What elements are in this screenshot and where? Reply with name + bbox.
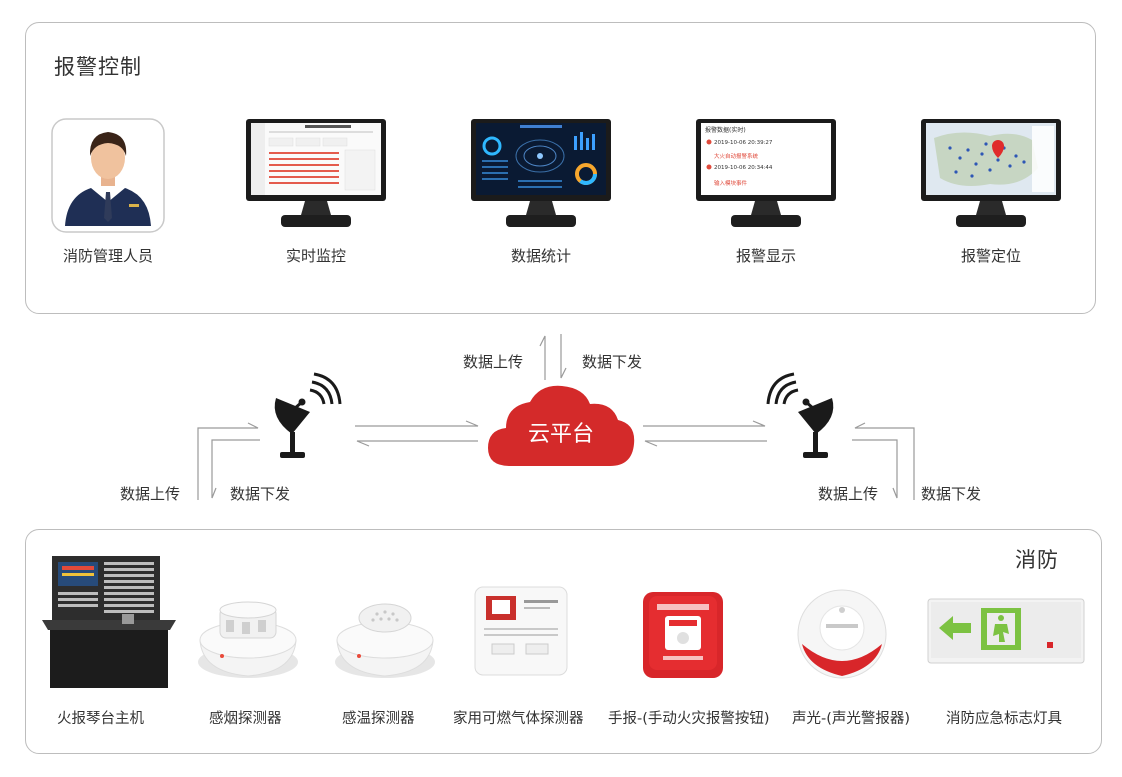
item-alarm-display: 报警数据(实时) 2019-10-06 20:39:27 大火自动报警系统 20… <box>695 118 837 265</box>
device-label: 声光-(声光警报器) <box>792 711 911 727</box>
cloud-to-right-arrow <box>643 420 766 427</box>
item-label: 报警定位 <box>960 247 1021 265</box>
device-label: 感温探测器 <box>342 711 415 727</box>
right-upload-label: 数据上传 <box>818 485 879 503</box>
gas-detector-icon <box>474 586 568 676</box>
device-label: 手报-(手动火灾报警按钮) <box>608 711 770 727</box>
item-realtime-monitor: 实时监控 <box>245 118 387 265</box>
item-alarm-location: 报警定位 <box>920 118 1062 265</box>
alarm-screen-title: 报警数据(实时) <box>705 126 746 134</box>
item-label: 实时监控 <box>285 247 346 265</box>
monitor-map-icon <box>921 119 1061 227</box>
right-download-label: 数据下发 <box>921 485 982 503</box>
sound-light-alarm-icon <box>797 589 887 679</box>
center-download-arrow <box>560 334 567 379</box>
person-icon <box>51 118 165 233</box>
device-label: 感烟探测器 <box>209 711 282 727</box>
item-label: 报警显示 <box>735 247 796 265</box>
device-label: 火报琴台主机 <box>57 711 144 727</box>
alarm-screen-line: 2019-10-06 20:34:44 <box>714 165 773 171</box>
manual-call-point-icon <box>643 592 723 678</box>
cloud-label: 云平台 <box>528 422 594 447</box>
exit-sign-icon <box>927 598 1085 664</box>
alarm-screen-line: 2019-10-06 20:39:27 <box>714 140 773 146</box>
heat-detector-icon <box>335 603 435 678</box>
fire-protection-title: 消防 <box>1015 548 1059 572</box>
center-upload-label: 数据上传 <box>463 353 524 371</box>
cloud-icon: 云平台 <box>488 385 635 466</box>
left-upload-label: 数据上传 <box>120 485 181 503</box>
left-satellite-dish-icon <box>274 372 342 458</box>
item-data-statistics: 数据统计 <box>470 118 612 265</box>
monitor-dashboard-icon <box>471 119 611 227</box>
center-download-label: 数据下发 <box>582 353 643 371</box>
alarm-screen-line: 输入模块事件 <box>714 179 748 187</box>
monitor-realtime-icon <box>246 119 386 227</box>
device-label: 消防应急标志灯具 <box>946 711 1062 727</box>
cloud-to-left-arrow <box>356 440 478 447</box>
control-console-icon <box>42 556 176 688</box>
device-label: 家用可燃气体探测器 <box>453 711 584 727</box>
item-label: 消防管理人员 <box>62 247 153 265</box>
left-to-cloud-arrow <box>355 420 479 427</box>
center-upload-arrow <box>539 335 546 380</box>
alarm-control-title: 报警控制 <box>54 55 142 79</box>
right-satellite-dish-icon <box>766 372 834 458</box>
item-label: 数据统计 <box>510 247 571 265</box>
monitor-alarm-list-icon: 报警数据(实时) 2019-10-06 20:39:27 大火自动报警系统 20… <box>696 119 836 227</box>
alarm-screen-line: 大火自动报警系统 <box>714 152 759 160</box>
left-download-label: 数据下发 <box>230 485 291 503</box>
smoke-detector-icon <box>198 601 298 678</box>
item-fire-manager: 消防管理人员 <box>51 118 165 265</box>
right-to-cloud-arrow <box>644 440 767 447</box>
